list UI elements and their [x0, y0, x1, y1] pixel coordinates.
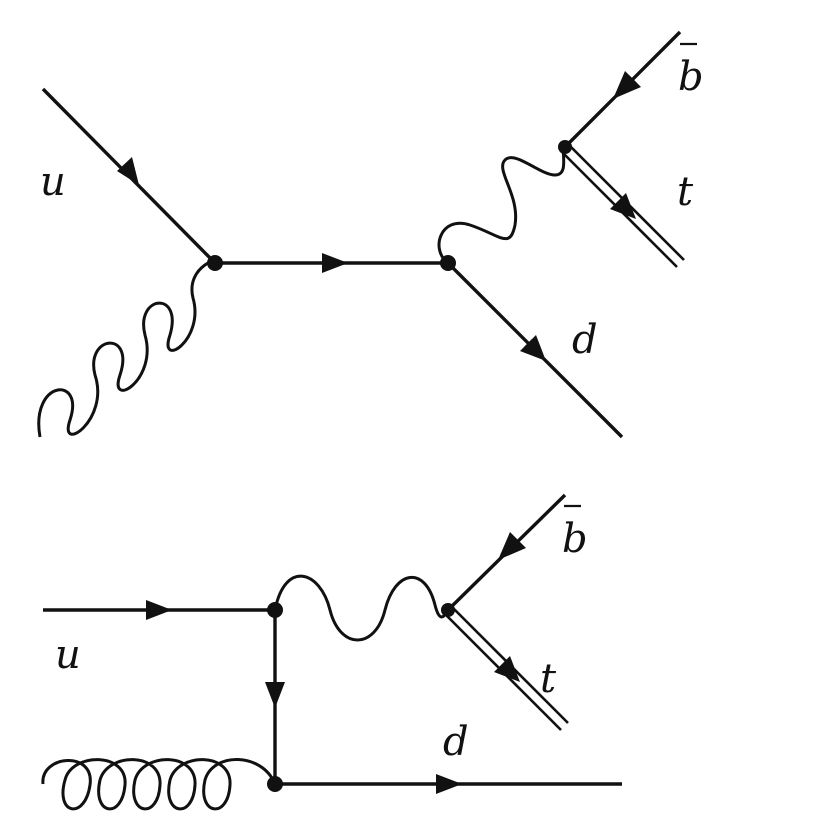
d2-vertex-2 — [267, 776, 283, 792]
diagram-2: u d b t — [41, 493, 622, 811]
d1-d-arrow-fill — [520, 335, 546, 361]
d2-label-bbar: b — [562, 516, 588, 562]
d1-gluon — [37, 258, 219, 438]
d2-u-arrow — [146, 600, 172, 620]
d1-vertex-2 — [440, 255, 456, 271]
d2-label-u: u — [55, 632, 81, 678]
d1-label-t: t — [677, 169, 694, 215]
d1-bbar-arrow-fill — [613, 71, 641, 99]
d1-label-u: u — [40, 159, 66, 205]
d2-top-arrow — [494, 656, 520, 682]
d2-vertex-3 — [441, 603, 455, 617]
diagram-1: u d b t — [37, 30, 704, 439]
d2-vertex-1 — [267, 602, 283, 618]
d1-u-arrow — [117, 157, 139, 185]
d2-bbar-arrow — [498, 532, 526, 560]
d1-vertex-3 — [558, 140, 572, 154]
d1-vertex-1 — [207, 255, 223, 271]
d1-label-bbar: b — [678, 54, 704, 100]
d1-w-boson — [437, 145, 567, 265]
d2-internal-arrow — [265, 682, 285, 708]
d2-gluon — [41, 758, 277, 811]
d2-w-boson — [273, 574, 450, 642]
d1-label-d: d — [572, 317, 598, 363]
d2-d-arrow — [436, 774, 462, 794]
d1-top-arrow — [610, 193, 636, 219]
d1-internal-arrow — [322, 253, 348, 273]
d2-label-d: d — [443, 719, 469, 765]
d2-label-t: t — [540, 656, 557, 702]
